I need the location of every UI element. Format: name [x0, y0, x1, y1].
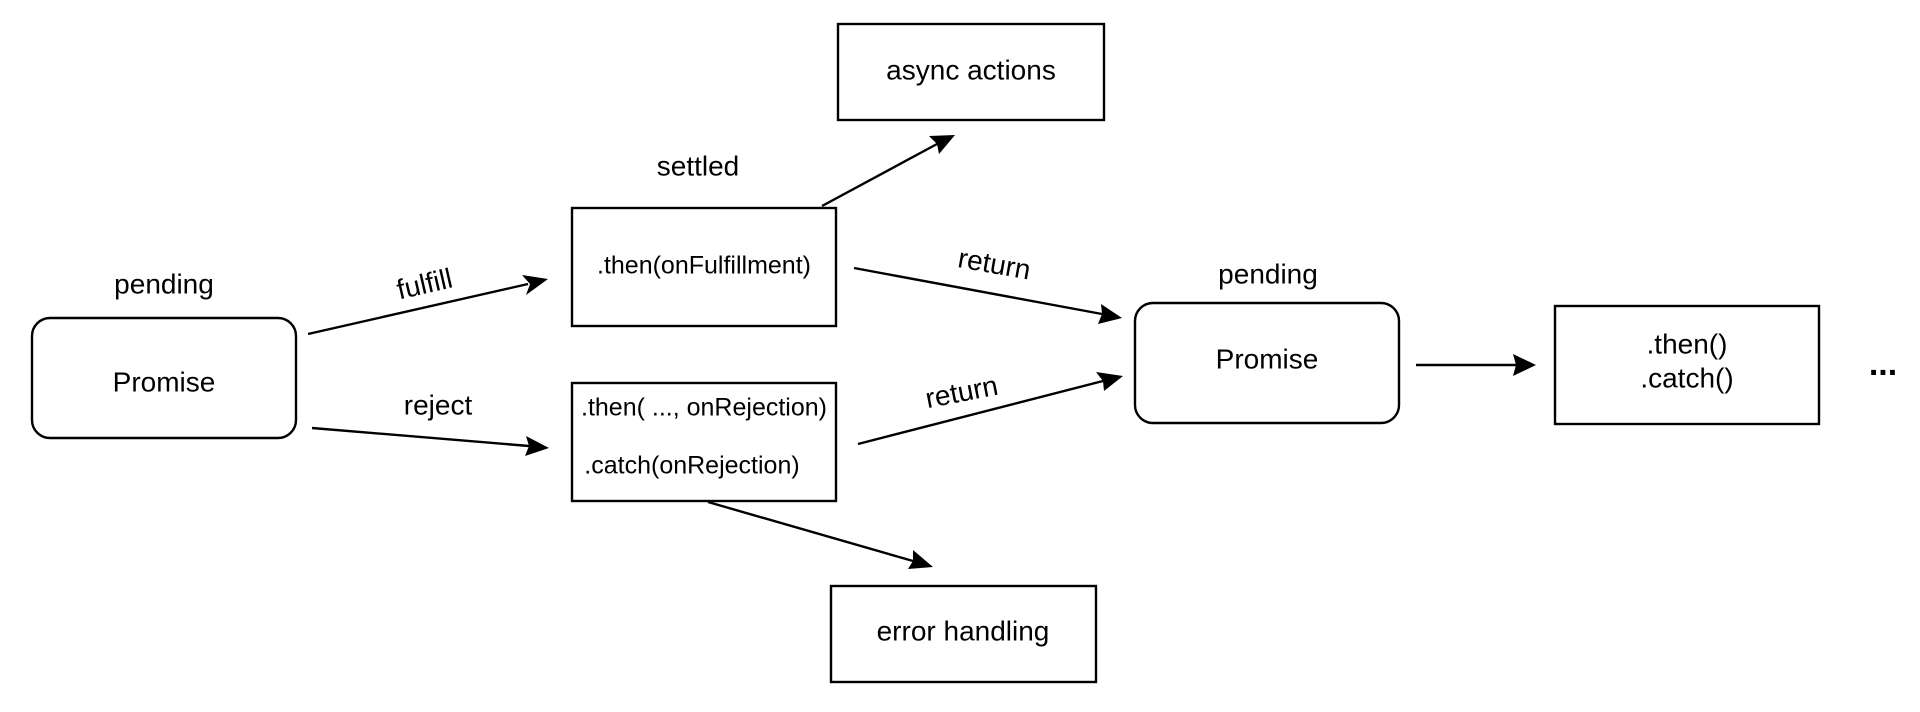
node-then-catch-shape	[570, 381, 838, 503]
edge-to-error-handling-line	[707, 500, 914, 563]
edge-return-bottom	[857, 372, 1123, 446]
edge-fulfill	[307, 275, 548, 336]
edge-reject	[311, 426, 549, 456]
edge-return-bottom-arrowhead	[1096, 372, 1123, 391]
node-then-catch-next: .then() .catch()	[1553, 304, 1821, 426]
edge-reject-line	[311, 426, 530, 448]
edge-return-top-line	[853, 266, 1103, 316]
node-then-fulfillment: .then(onFulfillment)	[570, 206, 838, 328]
edge-label-reject: reject	[404, 389, 473, 420]
state-label-settled: settled	[657, 150, 740, 181]
node-async-actions-shape	[836, 22, 1106, 122]
node-promise-start: Promise	[30, 316, 298, 440]
edge-return-top	[853, 266, 1122, 324]
node-then-fulfillment-label: .then(onFulfillment)	[597, 252, 811, 280]
node-error-handling-label: error handling	[877, 615, 1050, 646]
state-label-pending-start: pending	[114, 268, 214, 299]
edge-label-fulfill: fulfill	[394, 263, 456, 306]
node-error-handling: error handling	[829, 584, 1098, 684]
node-error-handling-shape	[829, 584, 1098, 684]
edge-to-error-handling-arrowhead	[908, 550, 933, 569]
node-promise-start-shape	[30, 316, 298, 440]
continuation-ellipsis: ...	[1869, 345, 1897, 383]
edge-fulfill-arrowhead	[522, 275, 548, 295]
node-promise-next-shape	[1133, 301, 1401, 425]
node-promise-next: Promise	[1133, 301, 1401, 425]
edge-return-bottom-line	[857, 379, 1104, 446]
edge-to-async-actions	[821, 135, 955, 208]
edge-label-return-top: return	[956, 242, 1033, 285]
state-label-pending-next: pending	[1218, 258, 1318, 289]
edge-to-async-actions-arrowhead	[929, 135, 955, 154]
node-then-catch-next-line2: .catch()	[1640, 362, 1733, 393]
edge-fulfill-line	[307, 282, 529, 336]
node-then-catch-next-line1: .then()	[1647, 328, 1728, 359]
edge-to-error-handling	[707, 500, 933, 569]
node-then-catch: .then( ..., onRejection) .catch(onReject…	[570, 381, 838, 503]
node-then-catch-line2: .catch(onRejection)	[584, 452, 799, 480]
edge-promise-to-handlers	[1416, 354, 1536, 376]
node-then-fulfillment-shape	[570, 206, 838, 328]
edge-return-top-arrowhead	[1098, 304, 1122, 324]
edge-promise-to-handlers-arrowhead	[1513, 354, 1536, 376]
node-async-actions-label: async actions	[886, 54, 1056, 85]
node-then-catch-next-shape	[1553, 304, 1821, 426]
edge-to-async-actions-line	[821, 142, 938, 208]
node-promise-start-label: Promise	[113, 366, 216, 397]
edge-label-return-bottom: return	[923, 370, 1001, 414]
edge-reject-arrowhead	[525, 436, 549, 456]
node-promise-next-label: Promise	[1216, 343, 1319, 374]
node-async-actions: async actions	[836, 22, 1106, 122]
node-then-catch-line1: .then( ..., onRejection)	[581, 394, 827, 422]
